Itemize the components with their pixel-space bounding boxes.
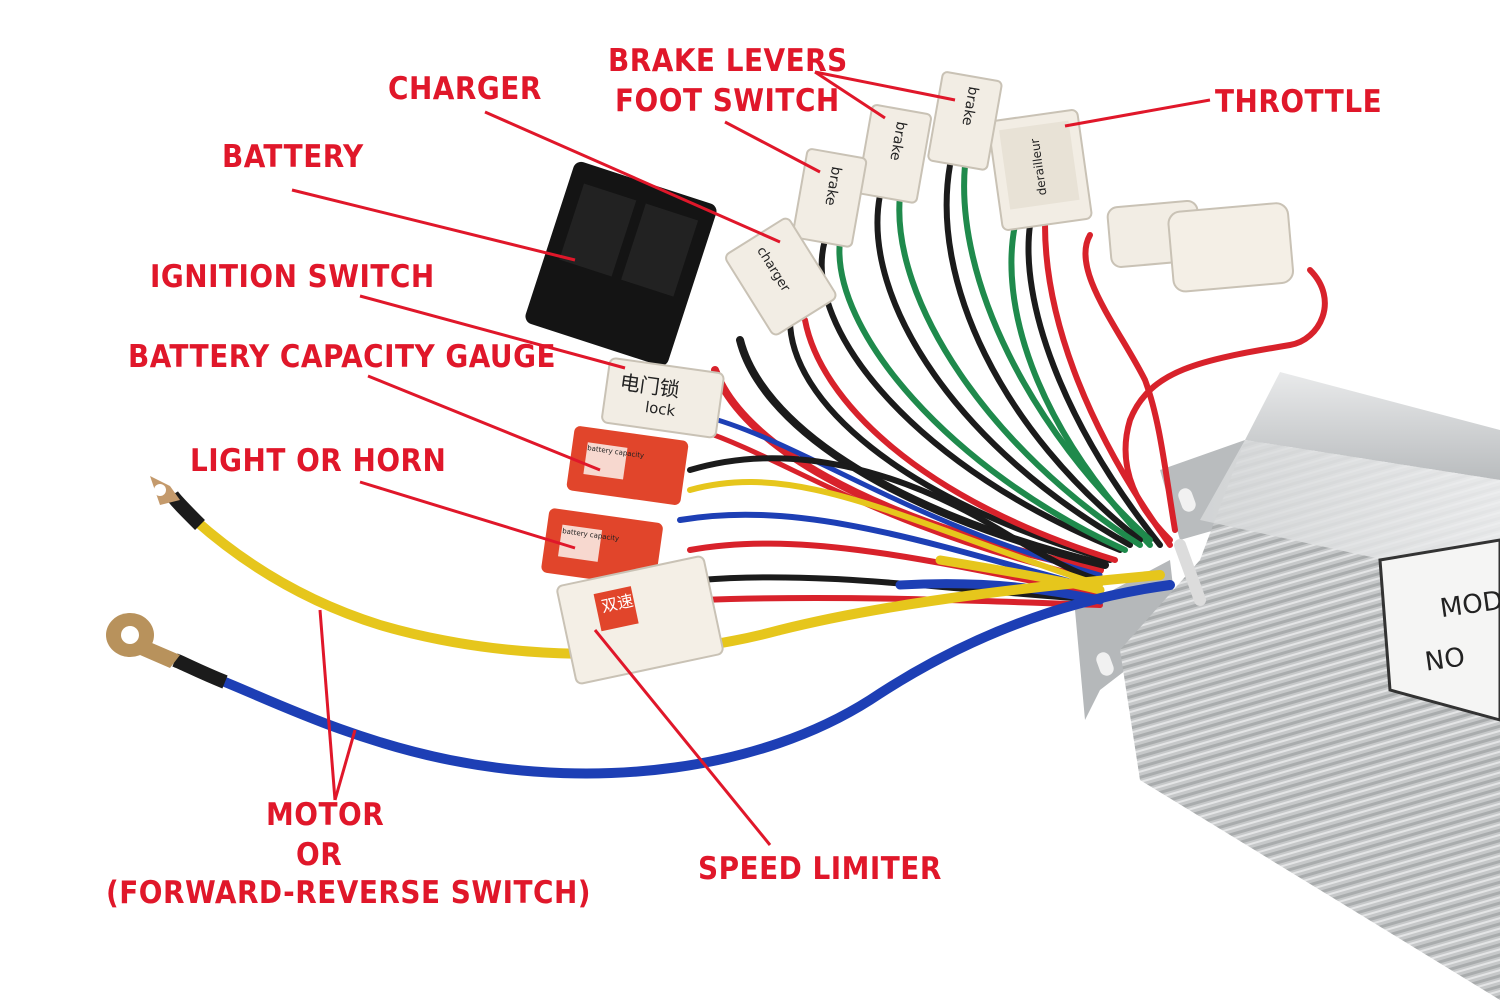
mounting-slot bbox=[1178, 488, 1196, 512]
label-charger: CHARGER bbox=[388, 71, 542, 107]
label-or: OR bbox=[296, 837, 343, 873]
light-red-wire bbox=[687, 540, 1103, 598]
battery-connector bbox=[525, 161, 717, 366]
leader-light bbox=[359, 480, 576, 550]
leader-brake-levers-2 bbox=[814, 70, 886, 120]
lock-blue-wire bbox=[697, 412, 1103, 578]
leader-lines bbox=[291, 70, 1211, 846]
mounting-slot bbox=[1096, 652, 1114, 676]
brake-connector-1 bbox=[927, 71, 1003, 171]
heat-shrink-blue bbox=[172, 653, 228, 689]
model-plate-line2: NO bbox=[1423, 642, 1467, 678]
throttle-red-connector bbox=[1106, 199, 1295, 293]
terminal-neck bbox=[140, 640, 180, 668]
leader-speed-limiter bbox=[593, 629, 772, 846]
label-battery: BATTERY bbox=[222, 139, 364, 175]
leader-brake-levers-1 bbox=[814, 70, 956, 102]
throttle-connector bbox=[987, 109, 1093, 231]
brake-black-wire-2 bbox=[874, 192, 1133, 548]
label-brake-levers: BRAKE LEVERS bbox=[608, 43, 848, 79]
light-connector bbox=[541, 508, 663, 588]
label-throttle: THROTTLE bbox=[1215, 84, 1383, 120]
terminal-hole bbox=[154, 484, 166, 496]
light-blue-wire bbox=[677, 511, 1103, 593]
gauge-yellow-wire bbox=[687, 479, 1103, 588]
controller-top-face bbox=[1245, 372, 1500, 480]
cable-tie bbox=[1174, 539, 1206, 606]
leader-charger bbox=[484, 110, 781, 244]
leader-motor-2 bbox=[333, 729, 357, 801]
label-forward-reverse-switch: (FORWARD-REVERSE SWITCH) bbox=[106, 875, 592, 911]
model-plate bbox=[1378, 538, 1500, 722]
label-battery-capacity-gauge: BATTERY CAPACITY GAUGE bbox=[128, 339, 557, 375]
gauge-connector bbox=[566, 426, 689, 505]
label-motor: MOTOR bbox=[266, 797, 385, 833]
brake-green-wire bbox=[961, 162, 1153, 543]
throttle-black-wire bbox=[1025, 222, 1163, 548]
label-foot-switch: FOOT SWITCH bbox=[615, 83, 840, 119]
charger-connector bbox=[725, 217, 837, 336]
leader-gauge bbox=[367, 374, 601, 472]
speed-limiter-connector bbox=[556, 555, 724, 685]
brake-connector-3 bbox=[792, 148, 868, 248]
leader-ignition bbox=[359, 294, 626, 370]
leader-foot-switch bbox=[724, 120, 821, 174]
speed-red-wire bbox=[697, 594, 1103, 608]
throttle-red-wire bbox=[1082, 232, 1178, 533]
label-light-or-horn: LIGHT OR HORN bbox=[190, 443, 447, 479]
foot-green-wire bbox=[836, 237, 1128, 553]
charger-black-wire bbox=[787, 317, 1113, 563]
charger-red-wire bbox=[802, 317, 1118, 563]
throttle-red-wire-2 bbox=[1042, 222, 1173, 548]
leader-throttle bbox=[1064, 98, 1211, 128]
brake-connector-2 bbox=[856, 104, 932, 204]
ring-terminals bbox=[106, 476, 228, 689]
speed-black-wire bbox=[697, 574, 1103, 603]
controller-box bbox=[1075, 372, 1500, 1000]
label-speed-limiter: SPEED LIMITER bbox=[698, 851, 942, 887]
brake-black-wire bbox=[943, 162, 1143, 543]
terminal-hole bbox=[121, 626, 139, 644]
label-ignition-switch: IGNITION SWITCH bbox=[150, 259, 435, 295]
gauge-black-wire bbox=[687, 455, 1103, 583]
brake-green-wire-2 bbox=[896, 192, 1143, 548]
leader-motor-1 bbox=[318, 609, 337, 801]
leader-battery bbox=[291, 188, 576, 262]
lock-connector bbox=[601, 357, 725, 439]
